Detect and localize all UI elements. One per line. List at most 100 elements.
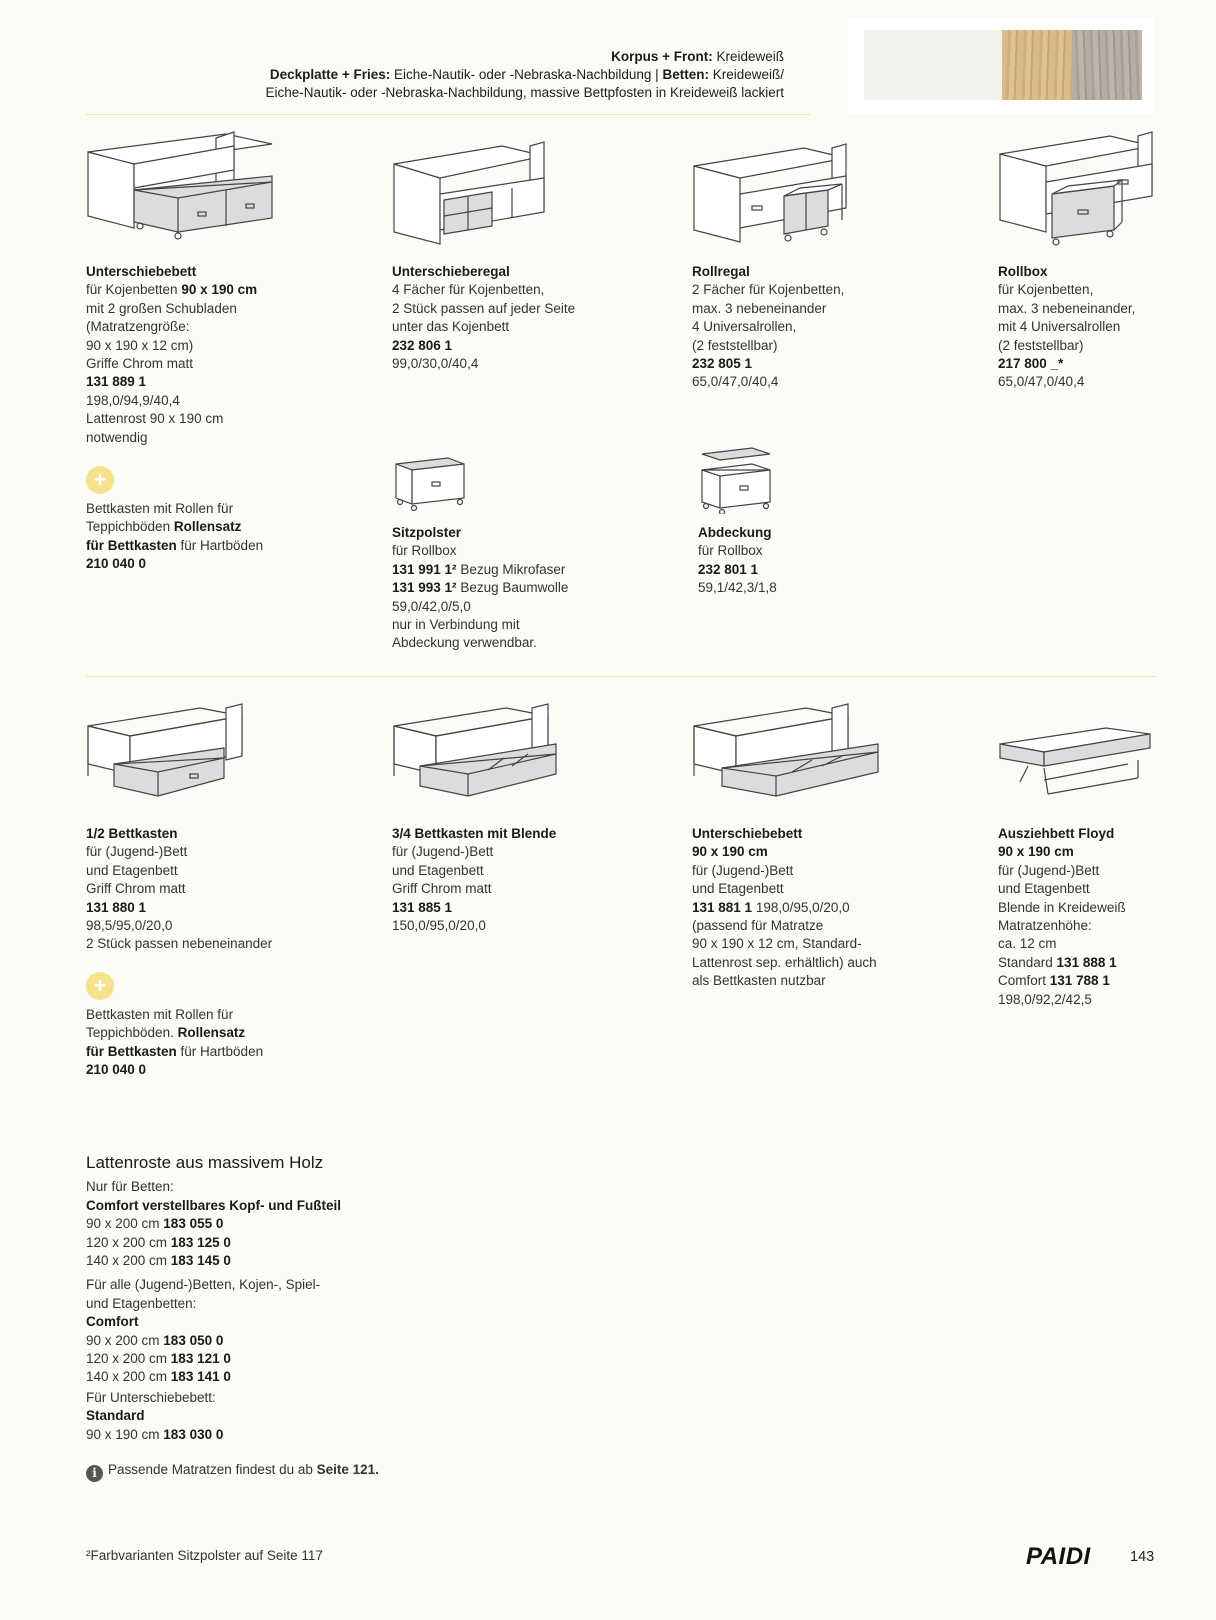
group-title: Comfort verstellbares Kopf- und Fußteil bbox=[86, 1197, 342, 1213]
brand-logo: PAIDI bbox=[1026, 1543, 1091, 1570]
header-line2-label2: Betten: bbox=[662, 67, 709, 82]
text: für Hartböden bbox=[176, 537, 264, 553]
size-row: 90 x 190 cm 183 030 0 bbox=[86, 1426, 341, 1444]
illustration-sitzpolster bbox=[395, 457, 465, 512]
product-sitzpolster: Sitzpolster für Rollbox 131 991 1² Bezug… bbox=[392, 524, 568, 653]
text: und Etagenbett bbox=[392, 862, 484, 878]
text: mit 2 großen Schubladen bbox=[86, 300, 237, 316]
product-bettkasten-half: 1/2 Bettkasten für (Jugend-)Bett und Eta… bbox=[86, 825, 272, 954]
size-row: 140 x 200 cm 183 145 0 bbox=[86, 1252, 341, 1270]
swatch-eiche-nautik bbox=[1002, 30, 1072, 100]
illustration-unterschiebebett-koje bbox=[87, 131, 273, 240]
article-number: 232 806 1 bbox=[392, 337, 453, 353]
size-value: 90 x 190 cm bbox=[692, 844, 768, 860]
text: 4 Fächer für Kojenbetten, bbox=[392, 282, 545, 298]
size: 120 x 200 cm bbox=[86, 1234, 171, 1250]
text: für Bettkasten bbox=[86, 537, 177, 553]
article-number: 131 788 1 bbox=[1049, 973, 1110, 989]
article-number: 232 801 1 bbox=[698, 561, 759, 577]
section-title: Lattenroste aus massivem Holz bbox=[86, 1153, 324, 1172]
size-row: 120 x 200 cm 183 125 0 bbox=[86, 1234, 341, 1252]
product-title: Unterschiebebett bbox=[692, 826, 803, 841]
color-swatches bbox=[848, 18, 1154, 114]
article-number: 183 121 0 bbox=[170, 1351, 231, 1367]
article-number: 183 055 0 bbox=[163, 1216, 224, 1232]
text: Griff Chrom matt bbox=[392, 881, 492, 897]
text: Bettkasten mit Rollen für bbox=[86, 501, 234, 516]
text: ca. 12 cm bbox=[998, 936, 1057, 952]
dimensions: 198,0/92,2/42,5 bbox=[998, 991, 1092, 1007]
product-title: Sitzpolster bbox=[392, 525, 462, 540]
text: für (Jugend-)Bett bbox=[998, 862, 1100, 878]
header-line1-label: Korpus + Front: bbox=[611, 49, 713, 64]
dimensions: 65,0/47,0/40,4 bbox=[998, 374, 1085, 390]
article-number: 131 991 1² bbox=[392, 561, 457, 577]
dimensions: 99,0/30,0/40,4 bbox=[392, 356, 479, 372]
group-title: Comfort bbox=[86, 1314, 139, 1330]
text: 90 x 190 x 12 cm) bbox=[86, 337, 194, 353]
text: für Rollbox bbox=[392, 543, 457, 559]
article-number: 131 881 1 bbox=[692, 899, 753, 915]
plus-icon: + bbox=[86, 466, 114, 494]
page-reference-link[interactable]: Seite 121. bbox=[316, 1462, 379, 1477]
text: Teppichböden bbox=[86, 519, 174, 535]
header-line2-label: Deckplatte + Fries: bbox=[269, 67, 391, 82]
article-number: 217 800 _* bbox=[998, 356, 1064, 372]
divider-middle bbox=[86, 676, 1156, 677]
text: max. 3 nebeneinander, bbox=[998, 300, 1136, 316]
text: Griffe Chrom matt bbox=[86, 356, 194, 372]
product-unterschiebebett-jugend: Unterschiebebett 90 x 190 cm für (Jugend… bbox=[692, 825, 877, 991]
text: (2 feststellbar) bbox=[998, 337, 1084, 353]
swatch-nebraska bbox=[1072, 30, 1142, 100]
group-title: Standard bbox=[86, 1408, 145, 1424]
dimensions: 198,0/94,9/40,4 bbox=[86, 392, 180, 408]
text: Rollensatz bbox=[177, 1025, 246, 1041]
text: Standard bbox=[998, 954, 1057, 970]
product-unterschieberegal: Unterschieberegal 4 Fächer für Kojenbett… bbox=[392, 263, 575, 373]
text: für (Jugend-)Bett bbox=[86, 844, 188, 860]
text: Abdeckung verwendbar. bbox=[392, 635, 537, 651]
info-icon: i bbox=[86, 1465, 103, 1482]
lattenroste-section: Lattenroste aus massivem Holz Nur für Be… bbox=[86, 1153, 342, 1444]
dimensions: 150,0/95,0/20,0 bbox=[392, 918, 486, 934]
article-number: 183 141 0 bbox=[170, 1369, 231, 1385]
product-bettkasten-34: 3/4 Bettkasten mit Blende für (Jugend-)B… bbox=[392, 825, 556, 935]
article-number: 183 050 0 bbox=[163, 1332, 224, 1348]
text: und Etagenbetten: bbox=[86, 1295, 197, 1311]
dimensions: 198,0/95,0/20,0 bbox=[752, 899, 850, 915]
illustration-unterschiebebett-jugend bbox=[693, 703, 879, 797]
illustration-abdeckung bbox=[701, 447, 771, 514]
info-text: Passende Matratzen findest du ab bbox=[108, 1462, 317, 1477]
article-number: 131 885 1 bbox=[392, 899, 453, 915]
text: als Bettkasten nutzbar bbox=[692, 973, 826, 989]
size-value: 90 x 190 cm bbox=[998, 844, 1074, 860]
swatch-kreideweiss bbox=[864, 30, 1002, 100]
text: Comfort bbox=[998, 973, 1050, 989]
size-row: 90 x 200 cm 183 050 0 bbox=[86, 1332, 341, 1350]
dimensions: 59,0/42,0/5,0 bbox=[392, 598, 471, 614]
text: Matratzenhöhe: bbox=[998, 918, 1092, 934]
product-title: Unterschiebebett bbox=[86, 264, 197, 279]
info-note: i Passende Matratzen findest du ab Seite … bbox=[86, 1461, 379, 1482]
product-rollbox: Rollbox für Kojenbetten, max. 3 nebenein… bbox=[998, 263, 1135, 392]
product-title: Ausziehbett Floyd bbox=[998, 826, 1115, 841]
dimensions: 59,1/42,3/1,8 bbox=[698, 580, 777, 596]
dimensions: 98,5/95,0/20,0 bbox=[86, 918, 173, 934]
product-title: 1/2 Bettkasten bbox=[86, 826, 178, 841]
text: mit 4 Universalrollen bbox=[998, 319, 1121, 335]
product-title: Abdeckung bbox=[698, 525, 772, 540]
text: für Kojenbetten bbox=[86, 282, 182, 298]
size: 140 x 200 cm bbox=[86, 1253, 171, 1269]
header-line2-value2: Kreideweiß/ bbox=[712, 67, 784, 82]
illustration-unterschieberegal bbox=[393, 141, 545, 245]
text: unter das Kojenbett bbox=[392, 319, 510, 335]
text: Für Unterschiebebett: bbox=[86, 1389, 216, 1405]
header-materials: Korpus + Front: Kreideweiß Deckplatte + … bbox=[266, 48, 784, 102]
size-value: 90 x 190 cm bbox=[181, 282, 258, 298]
footnote: ²Farbvarianten Sitzpolster auf Seite 117 bbox=[86, 1548, 323, 1563]
text: Bettkasten mit Rollen für bbox=[86, 1007, 234, 1022]
divider-top bbox=[86, 114, 810, 115]
product-unterschiebebett-koje: Unterschiebebett für Kojenbetten 90 x 19… bbox=[86, 263, 257, 447]
header-line2-value: Eiche-Nautik- oder -Nebraska-Nachbildung… bbox=[394, 67, 659, 82]
text: Teppichböden. bbox=[86, 1025, 178, 1041]
